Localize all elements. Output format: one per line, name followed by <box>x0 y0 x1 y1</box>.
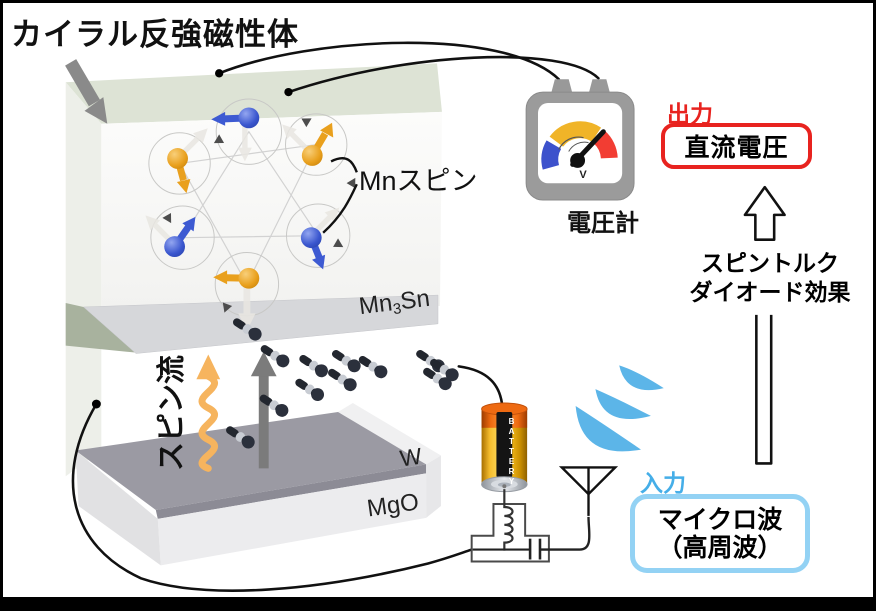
mn3sn-film-face <box>82 294 439 354</box>
contact-dot <box>91 399 101 409</box>
output-tag: 出力 <box>667 101 713 127</box>
page-title: カイラル反強磁性体 <box>11 17 299 52</box>
effect-label: スピントルクダイオード効果 <box>656 249 873 307</box>
crystal-left-face <box>65 82 102 477</box>
wire-to-voltmeter-right <box>287 55 600 94</box>
wave-arc-medium <box>595 389 651 420</box>
mgo-right-face <box>426 455 441 518</box>
input-box-line1: マイクロ波 <box>657 505 783 534</box>
w-layer-face <box>75 411 427 510</box>
mn-spin-pointer-line <box>322 183 358 234</box>
mn-spin-label: Mnスピン <box>359 166 478 196</box>
mn-spin-site <box>213 267 260 289</box>
input-box-line2: （高周波） <box>657 533 783 562</box>
wave-arc-large <box>575 406 641 452</box>
mgo-front-face <box>157 473 427 566</box>
antenna <box>558 466 619 516</box>
substrate-stack <box>75 403 441 566</box>
bias-tee <box>470 489 591 563</box>
spin-current-wave-arrow <box>198 372 219 472</box>
mgo-left-face <box>75 450 161 566</box>
diagram-graphics <box>65 41 786 592</box>
effect-arrow-head <box>743 185 786 241</box>
contact-dot <box>215 69 224 78</box>
crystal-shadow-face <box>65 303 136 353</box>
mn3sn-base2: Sn <box>398 284 432 316</box>
inductor-coil <box>503 489 514 551</box>
crystal-top-face <box>65 63 442 124</box>
output-dc-voltage-box: 直流電圧 <box>661 123 812 169</box>
wave-arc-small <box>619 365 664 391</box>
battery <box>481 402 528 493</box>
spin-current-arrows <box>196 351 277 472</box>
effect-arrow <box>743 185 786 465</box>
mn3sn-base1: Mn <box>357 289 394 321</box>
voltmeter-label: 電圧計 <box>567 210 639 237</box>
battery-label: BATTERY <box>507 417 516 487</box>
output-box-label: 直流電圧 <box>684 134 789 162</box>
crystal-front-face <box>101 111 442 312</box>
mn-spin-site <box>300 227 326 270</box>
mn-spin-site <box>211 107 260 129</box>
effect-line1: スピントルク <box>701 250 839 276</box>
bottom-border-bar <box>3 597 873 608</box>
scale-blue <box>541 140 562 170</box>
scale-red <box>593 130 618 159</box>
mn-spin-pointer-line <box>330 157 358 173</box>
wire-to-antenna <box>539 516 591 551</box>
input-tag: 入力 <box>640 470 686 496</box>
wire-to-bias-tee <box>71 402 473 592</box>
title-pointer-arrow <box>65 59 108 124</box>
mgo-top-sliver <box>337 403 441 465</box>
w-layer-edge <box>155 464 427 519</box>
contact-dot <box>284 87 293 97</box>
battery-stripe <box>496 411 513 478</box>
wires <box>71 41 600 592</box>
scale-yellow <box>549 121 602 148</box>
mn-spin-site <box>167 148 191 194</box>
spin-hexagram <box>141 98 360 331</box>
mn-spin-site <box>301 122 334 166</box>
effect-line2: ダイオード効果 <box>689 279 851 305</box>
wire-to-battery <box>457 365 504 409</box>
effect-arrow-shaft <box>755 314 773 465</box>
voltmeter-unit: V <box>579 169 587 181</box>
input-microwave-box: マイクロ波（高周波） <box>630 494 810 573</box>
layer-label-w: W <box>398 442 424 472</box>
voltmeter-gauge <box>525 79 635 201</box>
wire-to-voltmeter-left <box>217 41 561 81</box>
mn-spin-site <box>164 216 196 257</box>
microwave-waves <box>575 365 664 452</box>
spin-current-label: スピン流 <box>156 355 188 472</box>
